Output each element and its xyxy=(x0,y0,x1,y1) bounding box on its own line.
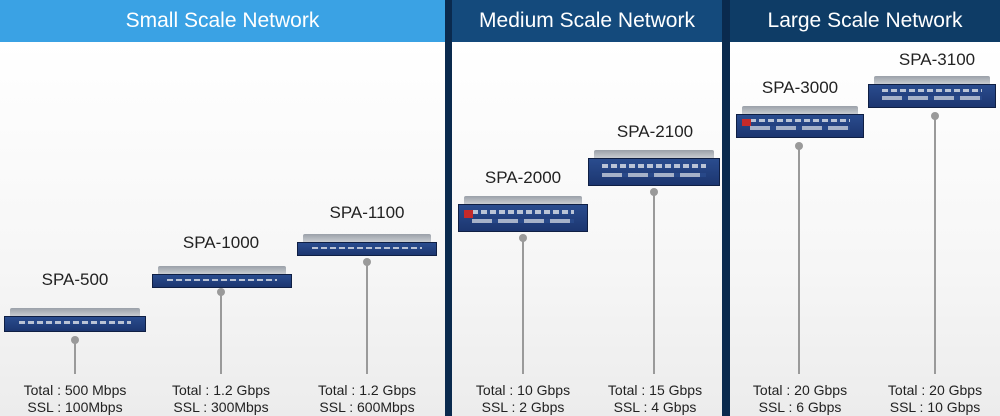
ssl-throughput: SSL : 4 Gbps xyxy=(613,399,697,415)
total-throughput: Total : 20 Gbps xyxy=(887,382,983,398)
spec-spa-500: Total : 500 Mbps SSL : 100Mbps xyxy=(24,382,127,416)
ssl-throughput: SSL : 2 Gbps xyxy=(481,399,565,415)
model-label-spa-2000: SPA-2000 xyxy=(484,168,562,187)
appliance-image-spa-1000 xyxy=(152,266,292,288)
appliance-image-spa-500 xyxy=(4,308,146,332)
appliance-image-spa-3000 xyxy=(736,106,864,138)
ssl-throughput: SSL : 10 Gbps xyxy=(889,399,981,415)
section-title-small: Small Scale Network xyxy=(0,0,445,42)
total-throughput: Total : 1.2 Gbps xyxy=(171,382,271,398)
spec-spa-1000: Total : 1.2 Gbps SSL : 300Mbps xyxy=(172,382,270,416)
spec-spa-2000: Total : 10 Gbps SSL : 2 Gbps xyxy=(476,382,570,416)
panel-divider xyxy=(445,0,452,416)
spec-spa-3000: Total : 20 Gbps SSL : 6 Gbps xyxy=(753,382,847,416)
model-label-spa-3100: SPA-3100 xyxy=(898,50,976,69)
appliance-image-spa-2000 xyxy=(458,196,588,232)
spec-connector xyxy=(931,112,939,374)
ssl-throughput: SSL : 600Mbps xyxy=(319,399,415,415)
total-throughput: Total : 10 Gbps xyxy=(475,382,571,398)
model-label-spa-500: SPA-500 xyxy=(41,270,109,289)
model-label-spa-1000: SPA-1000 xyxy=(182,233,260,252)
spec-connector xyxy=(217,288,225,374)
spec-spa-3100: Total : 20 Gbps SSL : 10 Gbps xyxy=(888,382,982,416)
total-throughput: Total : 500 Mbps xyxy=(23,382,127,398)
total-throughput: Total : 15 Gbps xyxy=(607,382,703,398)
ssl-throughput: SSL : 100Mbps xyxy=(27,399,123,415)
appliance-image-spa-1100 xyxy=(297,234,437,256)
ssl-throughput: SSL : 300Mbps xyxy=(173,399,269,415)
appliance-image-spa-2100 xyxy=(588,150,720,186)
spec-connector xyxy=(71,336,79,374)
appliance-image-spa-3100 xyxy=(868,76,996,108)
spec-spa-2100: Total : 15 Gbps SSL : 4 Gbps xyxy=(608,382,702,416)
spec-connector xyxy=(519,234,527,374)
spec-connector xyxy=(363,258,371,374)
spec-connector xyxy=(650,188,658,374)
section-title-large: Large Scale Network xyxy=(730,0,1000,42)
panel-background xyxy=(0,42,445,416)
model-label-spa-3000: SPA-3000 xyxy=(761,78,839,97)
spec-spa-1100: Total : 1.2 Gbps SSL : 600Mbps xyxy=(318,382,416,416)
total-throughput: Total : 20 Gbps xyxy=(752,382,848,398)
model-label-spa-1100: SPA-1100 xyxy=(329,203,405,222)
model-label-spa-2100: SPA-2100 xyxy=(616,122,694,141)
section-title-medium: Medium Scale Network xyxy=(452,0,722,42)
ssl-throughput: SSL : 6 Gbps xyxy=(758,399,842,415)
total-throughput: Total : 1.2 Gbps xyxy=(317,382,417,398)
spec-connector xyxy=(795,142,803,374)
panel-divider xyxy=(722,0,730,416)
